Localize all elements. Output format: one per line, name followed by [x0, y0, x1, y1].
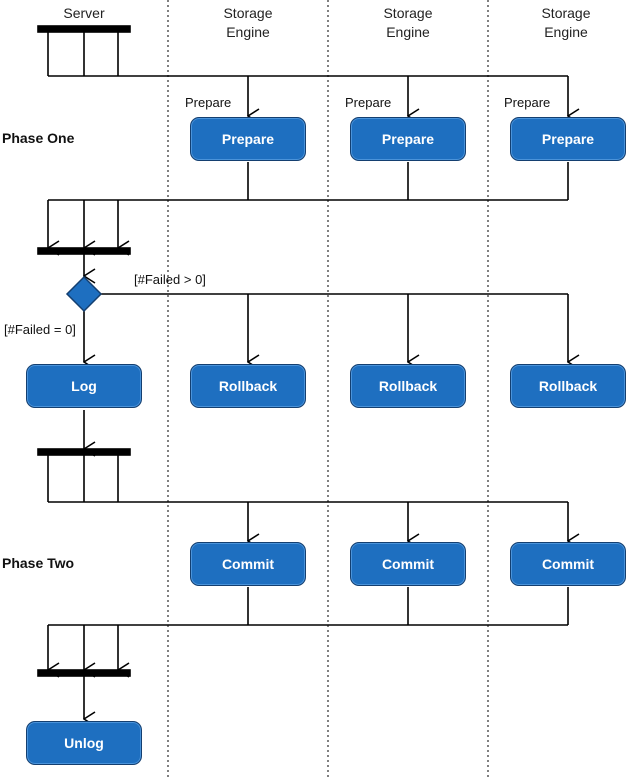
join-bar-1	[37, 247, 131, 255]
unlog-box: Unlog	[26, 721, 142, 765]
rollback-box-engine-3: Rollback	[510, 364, 626, 408]
decision-diamond	[65, 275, 103, 313]
prepare-signal-label-2: Prepare	[345, 95, 392, 110]
fork-bar-1	[37, 25, 131, 33]
prepare-signal-label-1: Prepare	[185, 95, 232, 110]
prepare-box-engine-2: Prepare	[350, 117, 466, 161]
prepare-signal-label-3: Prepare	[504, 95, 551, 110]
log-box: Log	[26, 364, 142, 408]
lane-header-storage-engine-2: Storage Engine	[383, 5, 433, 40]
phase-two-label: Phase Two	[2, 555, 75, 571]
commit-box-engine-2: Commit	[350, 542, 466, 586]
rollback-box-engine-1: Rollback	[190, 364, 306, 408]
lane-header-storage-engine-1: Storage Engine	[223, 5, 273, 40]
lane-separators	[167, 0, 489, 780]
guard-failed-eq-zero: [#Failed = 0]	[4, 322, 76, 337]
fork-bar-2	[37, 448, 131, 456]
lane-header-storage-engine-3: Storage Engine	[541, 5, 591, 40]
lane-header-server: Server	[63, 5, 105, 21]
commit-box-engine-3: Commit	[510, 542, 626, 586]
commit-box-engine-1: Commit	[190, 542, 306, 586]
prepare-box-engine-1: Prepare	[190, 117, 306, 161]
prepare-box-engine-3: Prepare	[510, 117, 626, 161]
phase-one-label: Phase One	[2, 130, 75, 146]
guard-failed-gt-zero: [#Failed > 0]	[134, 272, 206, 287]
rollback-box-engine-2: Rollback	[350, 364, 466, 408]
join-bar-2	[37, 669, 131, 677]
